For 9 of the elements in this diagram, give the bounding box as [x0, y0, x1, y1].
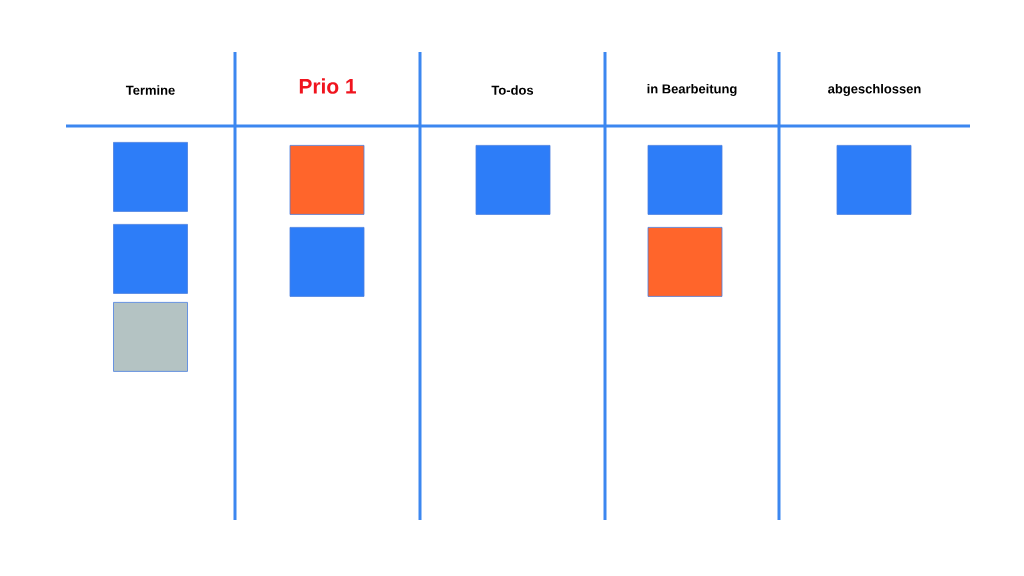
sticky-note: [647, 227, 723, 297]
sticky-note: [836, 145, 912, 215]
sticky-note: [113, 224, 188, 294]
sticky-note: [647, 145, 723, 215]
sticky-note: [289, 145, 365, 215]
sticky-note: [475, 145, 551, 215]
sticky-note: [113, 302, 188, 372]
sticky-note: [113, 142, 188, 212]
sticky-note: [289, 227, 365, 297]
